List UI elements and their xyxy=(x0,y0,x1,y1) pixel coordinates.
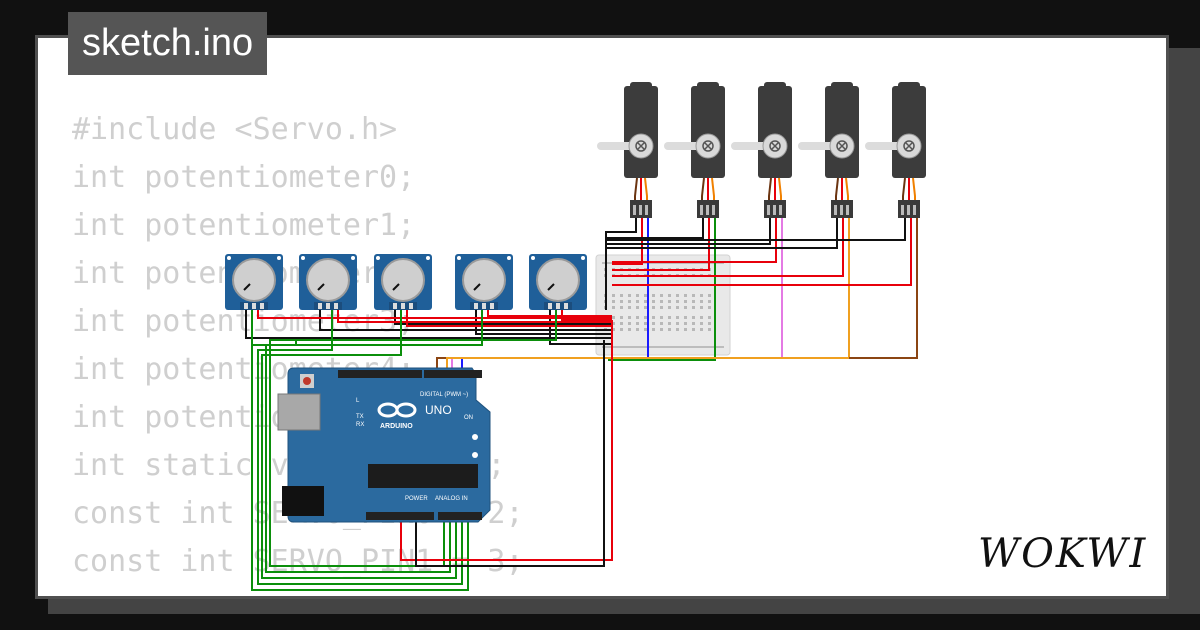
power-header-label: POWER xyxy=(405,496,428,502)
code-line: int potentiometer0; xyxy=(72,160,416,195)
digital-header-right xyxy=(424,370,482,378)
code-line: const int SERVO_PIN1 = 3; xyxy=(72,544,524,579)
arduino-infinity-icon xyxy=(377,402,417,418)
board-model: UNO xyxy=(425,403,452,417)
analog-header-pins xyxy=(438,512,482,520)
wokwi-logo: WOKWI xyxy=(978,531,1147,577)
potentiometer xyxy=(455,254,513,310)
servo-motor xyxy=(865,82,926,218)
code-line: #include <Servo.h> xyxy=(72,112,398,147)
potentiometer xyxy=(299,254,357,310)
servo-motor xyxy=(597,82,658,218)
servos xyxy=(597,82,926,218)
code-line: int potentiometer1; xyxy=(72,208,416,243)
wires xyxy=(245,218,918,591)
digital-header-left xyxy=(338,370,422,378)
arduino-board: DIGITAL (PWM ~) ANALOG IN POWER ON TX RX… xyxy=(277,367,491,523)
board-brand: ARDUINO xyxy=(380,423,413,430)
code-line: const int SERVO_PIN2 = 4; xyxy=(72,586,524,596)
file-tab[interactable]: sketch.ino xyxy=(68,12,268,75)
usb-port xyxy=(277,393,321,431)
tx-led-label: TX xyxy=(356,414,364,420)
digital-header-label: DIGITAL (PWM ~) xyxy=(420,392,468,398)
power-header-pins xyxy=(366,512,434,520)
potentiometer xyxy=(225,254,283,310)
microcontroller-chip xyxy=(368,464,478,488)
servo-motor xyxy=(798,82,859,218)
analog-header-label: ANALOG IN xyxy=(435,496,468,502)
potentiometers xyxy=(225,254,587,310)
servo-motor xyxy=(731,82,792,218)
potentiometer xyxy=(374,254,432,310)
power-jack xyxy=(282,486,324,516)
l-led-label: L xyxy=(356,398,360,404)
potentiometer xyxy=(529,254,587,310)
on-led-label: ON xyxy=(464,415,473,421)
servo-motor xyxy=(664,82,725,218)
rx-led-label: RX xyxy=(356,422,364,428)
